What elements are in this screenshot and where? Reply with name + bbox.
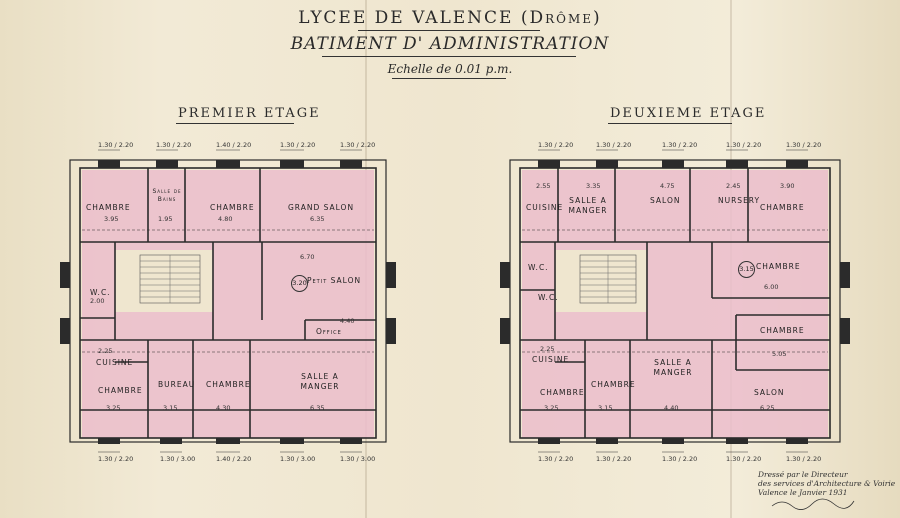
title-underline — [322, 56, 576, 57]
room-label: CHAMBRE — [591, 380, 636, 389]
room-dim: 1.95 — [158, 215, 173, 223]
floor2-title: DEUXIEME ETAGE — [610, 106, 767, 121]
room-label: W.C. — [90, 288, 111, 297]
room-label: SALLE A MANGER — [653, 358, 693, 377]
room-label: CHAMBRE — [760, 326, 805, 335]
floor1-plan — [60, 149, 396, 453]
opening-dim: 1.30 / 2.20 — [156, 141, 192, 149]
opening-dim: 1.40 / 2.20 — [216, 455, 252, 463]
room-dim: 3.25 — [544, 404, 559, 412]
room-dim: 6.00 — [764, 283, 779, 291]
scale-note: Echelle de 0.01 p.m. — [387, 62, 513, 76]
room-label: CHAMBRE — [760, 203, 805, 212]
room-dim: 3.90 — [780, 182, 795, 190]
room-label: CUISINE — [526, 203, 564, 212]
opening-dim: 1.30 / 2.20 — [280, 141, 316, 149]
opening-dim: 1.30 / 2.20 — [98, 455, 134, 463]
room-dim: 2.25 — [540, 345, 555, 353]
room-label: NURSERY — [718, 196, 761, 205]
floor2-plan — [500, 149, 850, 453]
opening-dim: 1.30 / 2.20 — [726, 455, 762, 463]
room-label: SALLE A MANGER — [568, 196, 608, 215]
opening-dim: 1.30 / 2.20 — [596, 141, 632, 149]
room-label: BUREAU — [158, 380, 196, 389]
opening-dim: 1.30 / 2.20 — [98, 141, 134, 149]
floor1-title: PREMIER ETAGE — [178, 106, 321, 121]
signature-line1: Dressé par le Directeur — [758, 470, 848, 479]
opening-dim: 1.30 / 2.20 — [538, 455, 574, 463]
room-label: W.C. — [528, 263, 549, 272]
opening-dim: 1.30 / 2.20 — [596, 455, 632, 463]
room-circle: 3.15 — [738, 261, 755, 278]
opening-dim: 1.30 / 2.20 — [786, 141, 822, 149]
room-label: W.C. — [538, 293, 559, 302]
room-dim: 3.25 — [106, 404, 121, 412]
room-circle: 3.20 — [291, 275, 308, 292]
room-dim: 2.00 — [90, 297, 105, 305]
signature-block: Dressé par le Directeur des services d'A… — [758, 470, 895, 497]
title-underline — [358, 30, 540, 31]
room-label: CUISINE — [532, 355, 570, 364]
room-label: Petit SALON — [307, 276, 362, 285]
signature-line3: Valence le Janvier 1931 — [758, 488, 848, 497]
room-label: Office — [316, 327, 342, 336]
room-label: CHAMBRE — [756, 262, 801, 271]
title-line1: LYCEE DE VALENCE (Drôme) — [298, 8, 602, 28]
room-label: CHAMBRE — [98, 386, 143, 395]
room-label: SALON — [754, 388, 785, 397]
room-dim: 3.15 — [163, 404, 178, 412]
room-dim: 2.25 — [98, 347, 113, 355]
floor2-title-underline — [608, 123, 732, 124]
room-dim: 2.45 — [726, 182, 741, 190]
room-dim: 6.70 — [300, 253, 315, 261]
room-dim: 6.35 — [310, 215, 325, 223]
signature-scribble — [771, 498, 855, 510]
room-dim: 3.15 — [598, 404, 613, 412]
opening-dim: 1.30 / 2.20 — [340, 141, 376, 149]
opening-dim: 1.30 / 3.00 — [280, 455, 316, 463]
title-line2: BATIMENT D' ADMINISTRATION — [290, 34, 610, 54]
opening-dim: 1.40 / 2.20 — [216, 141, 252, 149]
room-dim: 4.75 — [660, 182, 675, 190]
room-dim: 6.35 — [310, 404, 325, 412]
room-label: GRAND SALON — [288, 203, 355, 212]
opening-dim: 1.30 / 3.00 — [160, 455, 196, 463]
opening-dim: 1.30 / 2.20 — [726, 141, 762, 149]
room-label: CHAMBRE — [540, 388, 585, 397]
room-dim: 4.40 — [664, 404, 679, 412]
opening-dim: 1.30 / 2.20 — [662, 455, 698, 463]
opening-dim: 1.30 / 2.20 — [662, 141, 698, 149]
room-dim: 5.05 — [772, 350, 787, 358]
opening-dim: 1.30 / 2.20 — [786, 455, 822, 463]
signature-line2: des services d'Architecture & Voirie — [758, 479, 896, 488]
floor1-title-underline — [176, 123, 294, 124]
room-dim: 4.40 — [340, 317, 355, 325]
room-dim: 4.30 — [216, 404, 231, 412]
room-dim: 3.35 — [586, 182, 601, 190]
room-dim: 3.95 — [104, 215, 119, 223]
room-dim: 2.55 — [536, 182, 551, 190]
room-label: SALON — [650, 196, 681, 205]
room-label: CUISINE — [96, 358, 134, 367]
opening-dim: 1.30 / 3.00 — [340, 455, 376, 463]
room-label: SALLE A MANGER — [300, 372, 340, 391]
room-dim: 4.80 — [218, 215, 233, 223]
room-label: Salle de Bains — [152, 188, 182, 203]
room-label: CHAMBRE — [206, 380, 251, 389]
room-label: CHAMBRE — [210, 203, 255, 212]
room-dim: 6.25 — [760, 404, 775, 412]
opening-dim: 1.30 / 2.20 — [538, 141, 574, 149]
room-label: CHAMBRE — [86, 203, 131, 212]
scale-underline — [392, 78, 506, 79]
